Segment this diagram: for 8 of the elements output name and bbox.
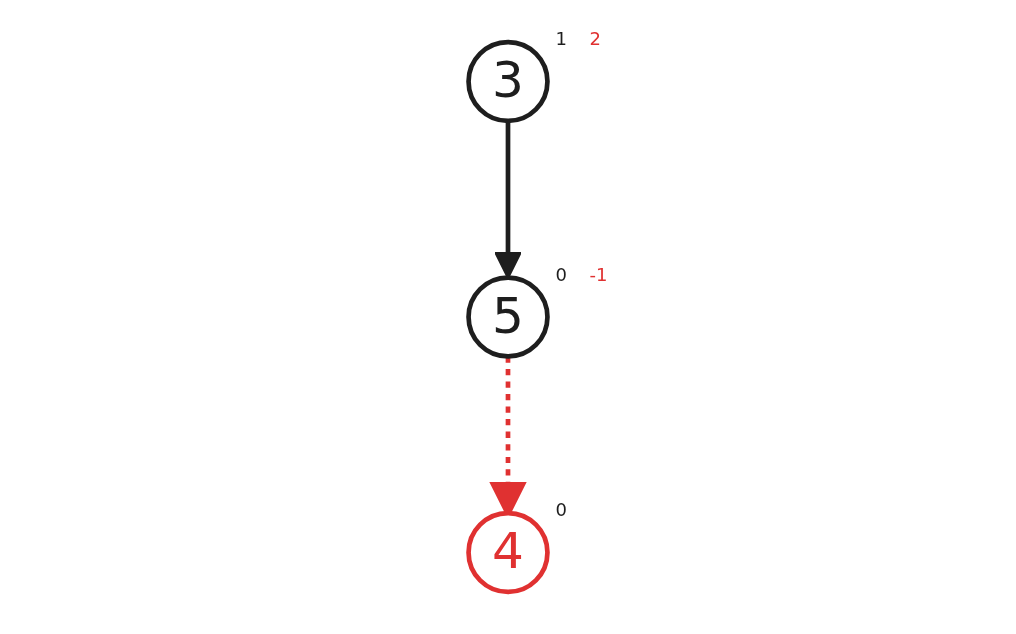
balance-factor: 0 [555, 499, 567, 521]
node-circle: 5 [466, 275, 550, 359]
balance-factor: 2 [589, 28, 601, 50]
balance-factor: 0 [555, 263, 567, 285]
node-circle: 3 [466, 39, 550, 124]
balance-factor: 1 [555, 28, 567, 50]
node-circle: 4 [466, 510, 550, 595]
balance-factor: -1 [589, 263, 608, 285]
